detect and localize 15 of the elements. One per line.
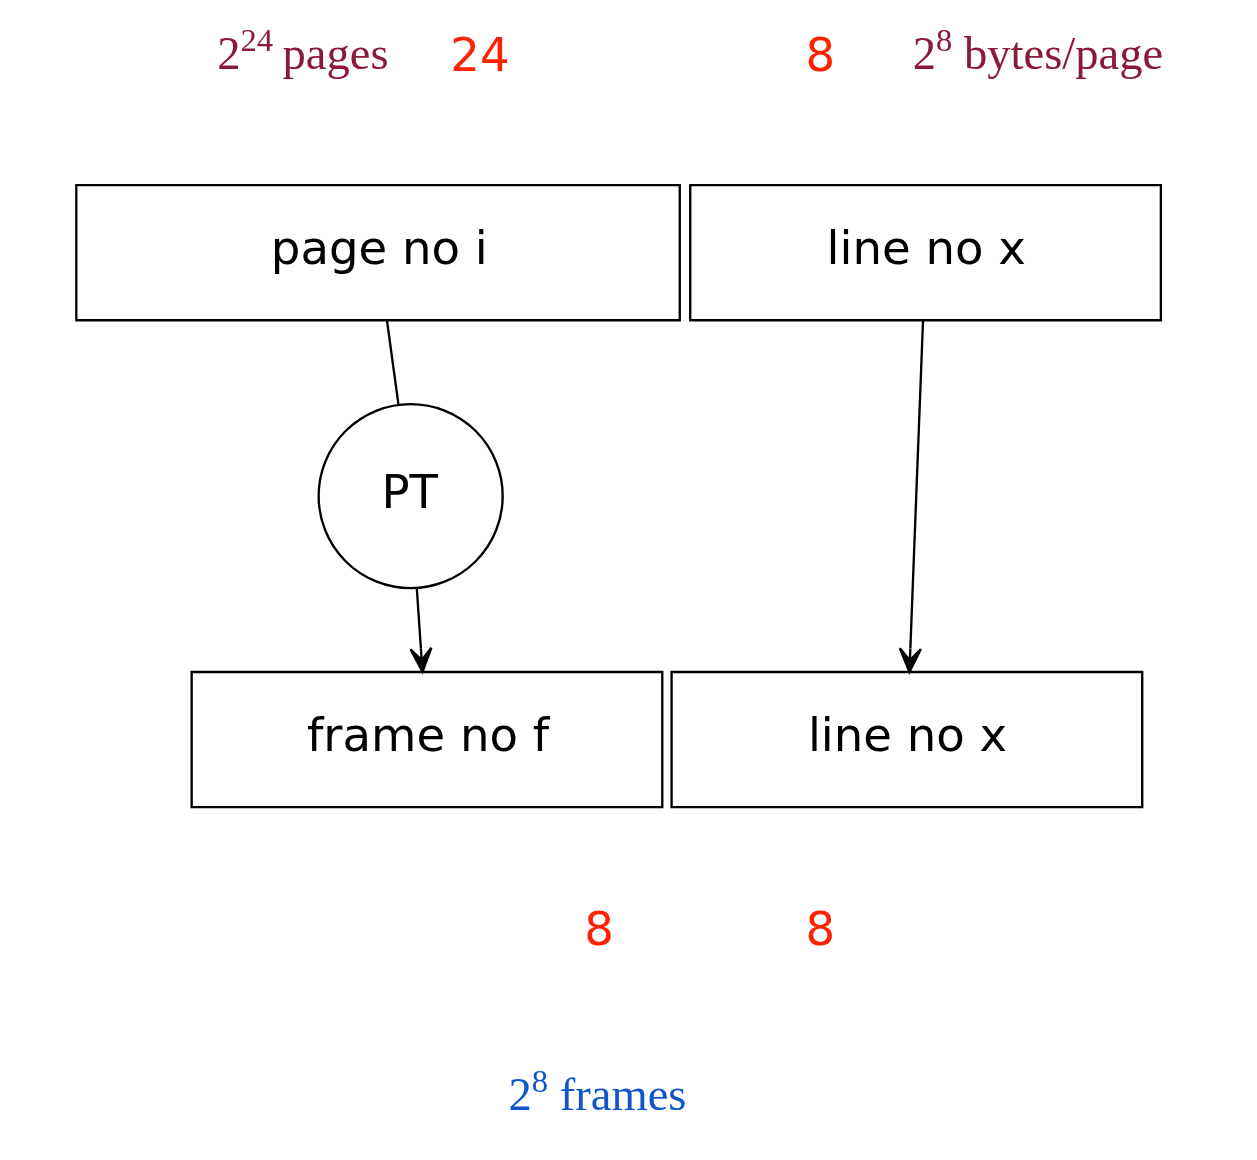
node-box: frame no f [190, 670, 664, 809]
node-box: line no x [689, 183, 1163, 322]
arrow [898, 321, 925, 674]
node-box: page no i [75, 183, 681, 322]
connector [385, 320, 400, 405]
label: 8 [584, 901, 614, 956]
arrow [409, 587, 433, 673]
label: 2$^{8}$ bytes/page [912, 21, 1164, 79]
node-box: line no x [670, 670, 1144, 809]
label: 2$^{24}$ pages [217, 21, 389, 79]
label: 8 [805, 27, 836, 82]
label: 2$^{8}$ frames [508, 1063, 687, 1121]
label: 24 [450, 27, 510, 82]
label: 8 [805, 901, 836, 956]
node-circle: PT [317, 402, 504, 590]
